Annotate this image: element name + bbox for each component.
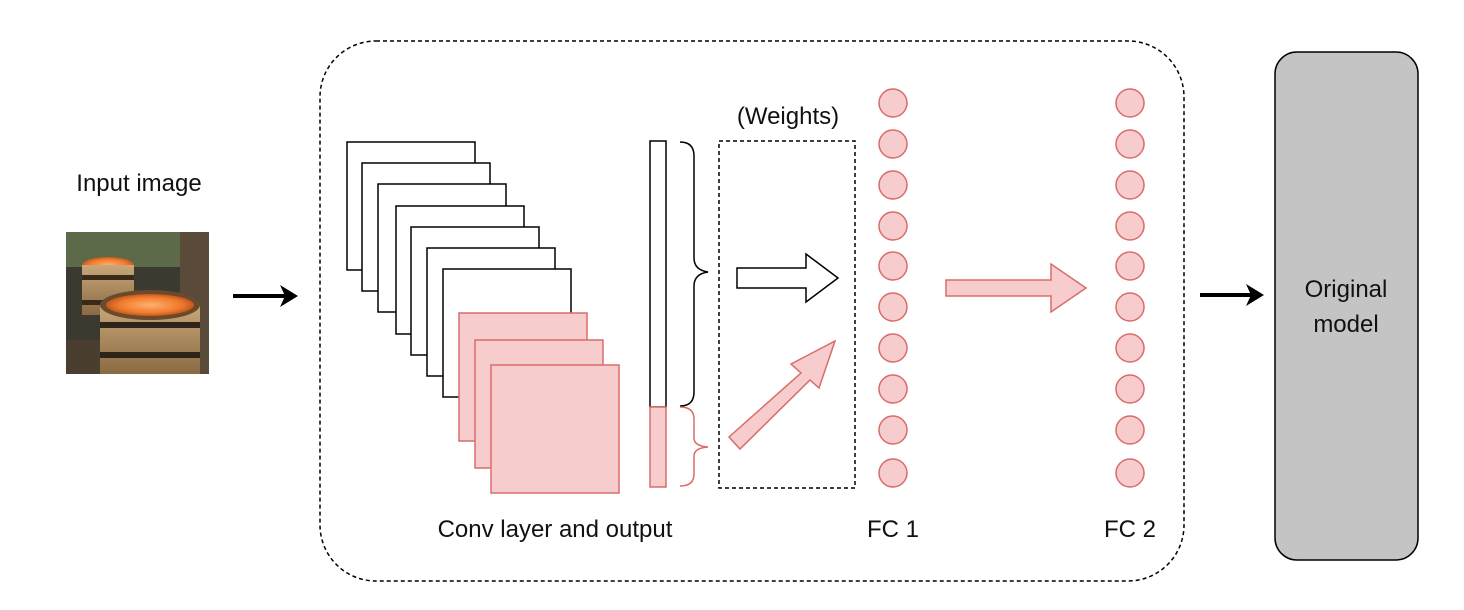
new-weights-arrow — [727, 339, 837, 451]
fc1-neuron — [878, 88, 908, 118]
conv-layer-label: Conv layer and output — [438, 516, 673, 543]
fc2-neuron — [1115, 415, 1145, 445]
fc1-neuron — [878, 333, 908, 363]
fc2-neuron — [1115, 374, 1145, 404]
original-weights-arrow — [736, 252, 840, 304]
fc-connection-arrow — [945, 262, 1088, 314]
fc2-neuron — [1115, 333, 1145, 363]
fc1-neurons — [878, 88, 908, 488]
fc2-neuron — [1115, 211, 1145, 241]
fc2-neuron — [1115, 88, 1145, 118]
fc1-label: FC 1 — [867, 516, 919, 543]
original-model-box — [1274, 51, 1419, 561]
fc2-neuron — [1115, 129, 1145, 159]
fc2-neuron — [1115, 170, 1145, 200]
original-model-label-line2: model — [1313, 311, 1378, 338]
fc2-neuron — [1115, 251, 1145, 281]
input-arrow — [233, 285, 298, 307]
fc1-neuron — [878, 211, 908, 241]
brace-original — [679, 141, 709, 407]
fc1-neuron — [878, 458, 908, 488]
brace-new — [679, 406, 709, 487]
model-extension-frame — [319, 40, 1185, 582]
input-image-label: Input image — [76, 170, 201, 197]
feature-map-highlighted — [490, 364, 620, 494]
fc2-neuron — [1115, 292, 1145, 322]
conv-layer-stack — [346, 141, 620, 494]
fc2-neurons — [1115, 88, 1145, 488]
weights-box — [718, 140, 856, 489]
input-image — [66, 232, 209, 374]
output-arrow — [1200, 284, 1264, 306]
fc2-neuron — [1115, 458, 1145, 488]
fc1-neuron — [878, 415, 908, 445]
weights-label: (Weights) — [737, 103, 839, 130]
fc1-neuron — [878, 129, 908, 159]
fc1-neuron — [878, 374, 908, 404]
fc1-neuron — [878, 170, 908, 200]
fc1-neuron — [878, 251, 908, 281]
fc1-neuron — [878, 292, 908, 322]
fc2-label: FC 2 — [1104, 516, 1156, 543]
original-model-label-line1: Original — [1305, 276, 1388, 303]
output-vector — [649, 140, 667, 488]
